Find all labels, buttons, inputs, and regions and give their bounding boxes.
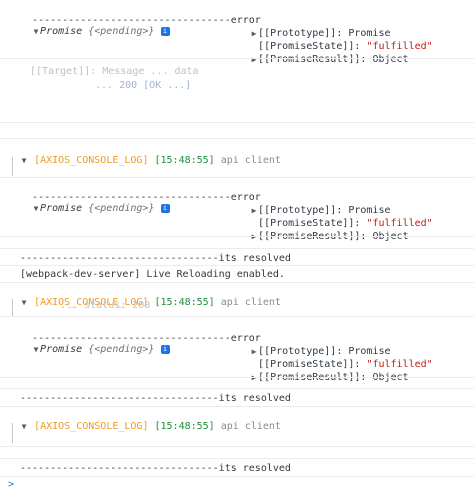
separator-error-text: ---------------------------------error xyxy=(32,333,261,344)
log-tag: [AXIOS_CONSOLE_LOG] xyxy=(34,421,149,432)
log-text: api client xyxy=(220,155,281,166)
promise-keyword: Promise xyxy=(40,203,83,214)
promise-pending: {<pending>} xyxy=(88,203,155,214)
group-indent-bar xyxy=(12,423,13,443)
log-time: [15:48:55] xyxy=(154,421,215,432)
console-prompt-icon[interactable]: > xyxy=(8,479,15,490)
promise-result-row[interactable]: ▶[[PromiseResult]]: Object xyxy=(251,54,409,65)
log-tag: [AXIOS_CONSOLE_LOG] xyxy=(34,155,149,166)
promise-state-row: [[PromiseState]]: "fulfilled" xyxy=(258,218,433,229)
row-divider xyxy=(0,282,474,283)
row-divider xyxy=(0,122,474,123)
row-divider xyxy=(0,138,474,139)
expand-triangle-icon[interactable]: ▼ xyxy=(21,156,27,165)
console-line: ---------------------------------error ▼… xyxy=(20,4,474,37)
row-divider xyxy=(0,236,474,237)
row-divider xyxy=(0,58,474,59)
promise-prototype-row[interactable]: ▶[[Prototype]]: Promise xyxy=(251,346,391,357)
webpack-message: [webpack-dev-server] Live Reloading enab… xyxy=(20,269,285,280)
group-indent-bar xyxy=(12,299,13,316)
row-divider xyxy=(0,388,474,389)
expand-triangle-icon[interactable]: ▼ xyxy=(21,422,27,431)
collapse-triangle-icon[interactable]: ▶ xyxy=(251,347,257,356)
axios-log-line[interactable]: ▼ [AXIOS_CONSOLE_LOG] [15:48:55] api cli… xyxy=(8,286,474,308)
row-divider xyxy=(0,406,474,407)
promise-state-value: "fulfilled" xyxy=(366,359,433,370)
group-indent-bar xyxy=(12,157,13,176)
row-divider xyxy=(0,476,474,477)
console-line: ---------------------------------error ▼… xyxy=(20,181,474,214)
expand-triangle-icon[interactable]: ▼ xyxy=(21,298,27,307)
log-text: api client xyxy=(220,297,281,308)
promise-state-value: "fulfilled" xyxy=(366,41,433,52)
separator-resolved-text: ---------------------------------its res… xyxy=(20,253,291,264)
promise-pending: {<pending>} xyxy=(88,344,155,355)
row-divider xyxy=(0,446,474,447)
promise-result-row[interactable]: ▶[[PromiseResult]]: Object xyxy=(238,361,474,383)
promise-result-row[interactable]: ▶[[PromiseResult]]: Object xyxy=(238,220,474,242)
separator-resolved-text: ---------------------------------its res… xyxy=(20,463,291,474)
collapse-triangle-icon[interactable]: ▶ xyxy=(251,206,257,215)
log-text: api client xyxy=(220,421,281,432)
expand-triangle-icon[interactable]: ▼ xyxy=(33,27,39,36)
log-tag: [AXIOS_CONSOLE_LOG] xyxy=(34,297,149,308)
info-icon[interactable]: i xyxy=(160,26,170,36)
console-line: ---------------------------------error ▼… xyxy=(20,322,474,355)
faded-text: ... status: 200 xyxy=(60,300,151,311)
separator-resolved-text: ---------------------------------its res… xyxy=(20,393,291,404)
row-divider xyxy=(0,177,474,178)
collapse-triangle-icon[interactable]: ▶ xyxy=(251,55,257,64)
axios-log-line[interactable]: ▼ [AXIOS_CONSOLE_LOG] [15:48:55] api cli… xyxy=(8,410,474,432)
promise-keyword: Promise xyxy=(40,344,83,355)
faded-text: [[Target]]: Message ... data xyxy=(30,66,199,77)
promise-state-row: [[PromiseState]]: "fulfilled" xyxy=(258,359,433,370)
expand-triangle-icon[interactable]: ▼ xyxy=(33,345,39,354)
log-time: [15:48:55] xyxy=(154,297,215,308)
separator-error-text: ---------------------------------error xyxy=(32,192,261,203)
row-divider xyxy=(0,458,474,459)
log-time: [15:48:55] xyxy=(154,155,215,166)
axios-log-line[interactable]: ▼ [AXIOS_CONSOLE_LOG] [15:48:55] api cli… xyxy=(8,144,474,166)
row-divider xyxy=(0,265,474,266)
separator-error-text: ---------------------------------error xyxy=(32,15,261,26)
expand-triangle-icon[interactable]: ▼ xyxy=(33,204,39,213)
row-divider xyxy=(0,316,474,317)
promise-prototype-row[interactable]: ▶[[Prototype]]: Promise xyxy=(251,28,391,39)
info-icon[interactable]: i xyxy=(160,203,170,213)
row-divider xyxy=(0,248,474,249)
promise-keyword: Promise xyxy=(40,26,83,37)
row-divider xyxy=(0,377,474,378)
collapse-triangle-icon[interactable]: ▶ xyxy=(251,29,257,38)
promise-state-value: "fulfilled" xyxy=(366,218,433,229)
promise-pending: {<pending>} xyxy=(88,26,155,37)
promise-state-row: [[PromiseState]]: "fulfilled" xyxy=(258,41,433,52)
info-icon[interactable]: i xyxy=(160,344,170,354)
faded-text: ... 200 [OK ...] xyxy=(95,80,192,91)
promise-prototype-row[interactable]: ▶[[Prototype]]: Promise xyxy=(251,205,391,216)
